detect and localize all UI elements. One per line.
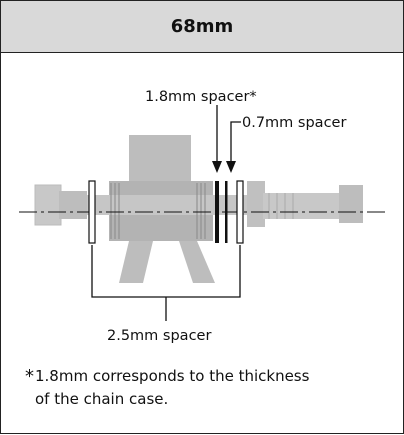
footnote-line-1: 1.8mm corresponds to the thickness bbox=[35, 367, 310, 385]
footnote-star: * bbox=[25, 366, 34, 387]
footnote-line-2: of the chain case. bbox=[35, 390, 169, 408]
footnote: * 1.8mm corresponds to the thickness of … bbox=[25, 365, 395, 411]
diagram-title: 68mm bbox=[170, 16, 234, 37]
spacer-1-8mm bbox=[215, 181, 219, 243]
label-0-7mm-spacer: 0.7mm spacer bbox=[242, 115, 346, 131]
bb-shell bbox=[109, 135, 215, 283]
arrow-1-8mm bbox=[212, 105, 222, 173]
arrow-0-7mm bbox=[226, 121, 241, 173]
spacer-left-2-5mm bbox=[88, 180, 96, 244]
header-bar: 68mm bbox=[1, 1, 403, 53]
spindle bbox=[87, 183, 247, 239]
label-2-5mm-spacer: 2.5mm spacer bbox=[107, 328, 211, 344]
right-cup bbox=[247, 181, 363, 227]
spacer-right-2-5mm bbox=[236, 180, 244, 244]
left-cup bbox=[34, 184, 87, 226]
bracket-2-5mm bbox=[91, 245, 241, 321]
spacer-0-7mm bbox=[225, 181, 228, 243]
label-1-8mm-spacer: 1.8mm spacer* bbox=[145, 89, 257, 105]
